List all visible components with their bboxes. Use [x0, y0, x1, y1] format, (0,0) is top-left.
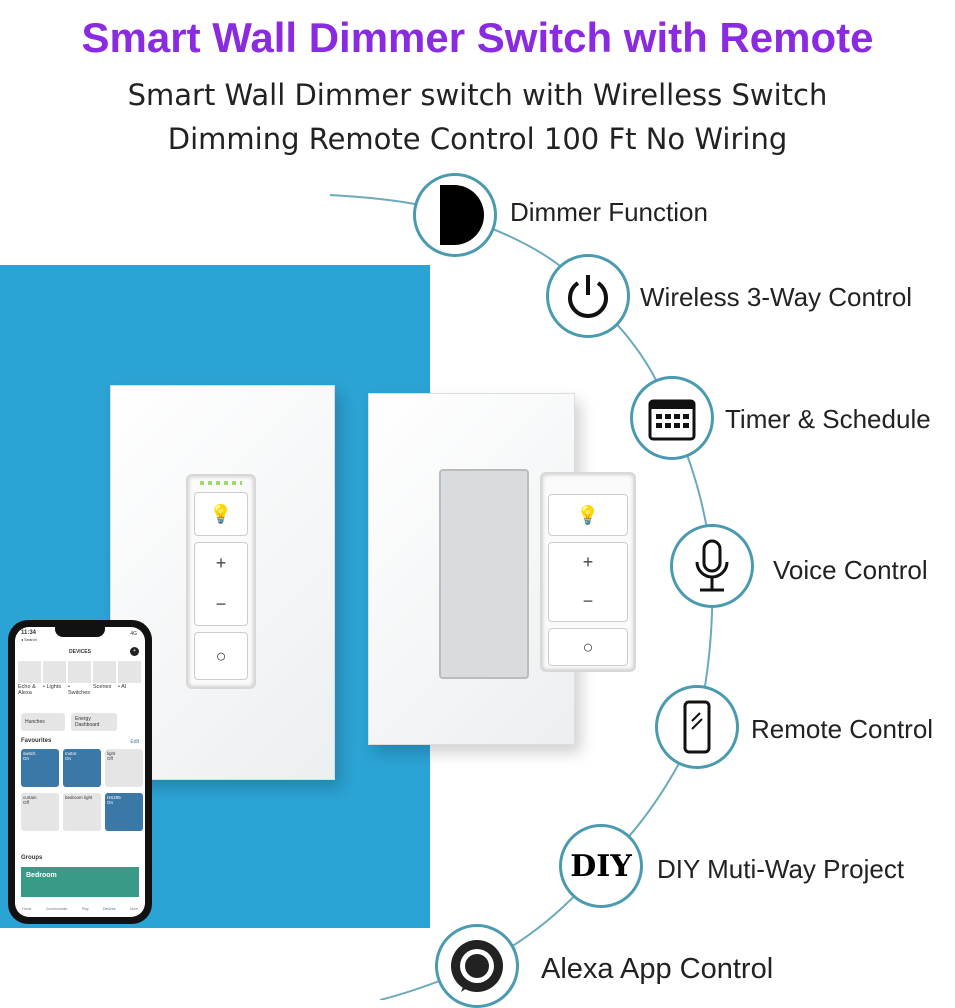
light-off-button[interactable]: ○ [194, 632, 248, 680]
tile-state: On [107, 800, 114, 805]
favourite-tile[interactable]: bedroom light [63, 793, 101, 831]
status-time: 11:34 [21, 630, 37, 636]
feature-voice [670, 524, 754, 608]
dimmer-switch: 💡 +− ○ [186, 474, 256, 689]
remote-holder [439, 469, 529, 679]
plus-label: + [582, 552, 594, 572]
bulb-off-icon: ○ [215, 645, 227, 666]
add-device-button[interactable]: + [130, 647, 139, 656]
subtitle-line-1: Smart Wall Dimmer switch with Wirelless … [127, 78, 828, 112]
half-moon-icon [440, 185, 484, 245]
energy-dashboard-button[interactable]: Energy Dashboard [71, 713, 117, 731]
alexa-icon [451, 940, 503, 992]
smartphone-icon [683, 700, 711, 754]
tile-name: light [107, 751, 116, 756]
feature-dimmer [413, 173, 497, 257]
power-icon [568, 275, 608, 318]
feature-label-diy: DIY Muti-Way Project [657, 854, 905, 884]
notch [55, 627, 105, 637]
tile-state: Off [107, 756, 113, 761]
category-lights[interactable]: • Lights [43, 661, 66, 696]
feature-alexa [435, 924, 519, 1008]
favourites-title: Favourites [21, 738, 52, 744]
diy-icon: DIY [570, 848, 632, 884]
subtitle-line-2: Dimming Remote Control 100 Ft No Wiring [167, 122, 788, 156]
nav-play[interactable]: Play [81, 907, 89, 911]
nav-communicate[interactable]: Communicate [45, 907, 68, 911]
feature-label-voice: Voice Control [773, 555, 928, 585]
feature-label-remote: Remote Control [751, 714, 934, 744]
light-on-button[interactable]: 💡 [194, 492, 248, 536]
bulb-icon: 💡 [576, 504, 600, 525]
remote-on-button[interactable]: 💡 [548, 494, 628, 536]
remote-dim-rocker[interactable]: +− [548, 542, 628, 622]
brightness-leds [200, 481, 242, 485]
dim-rocker[interactable]: +− [194, 542, 248, 626]
category-all[interactable]: • Al [118, 661, 141, 696]
feature-diy: DIY [559, 824, 643, 908]
nav-home[interactable]: Home [22, 907, 32, 911]
bulb-off-icon: ○ [582, 636, 594, 657]
edit-link[interactable]: Edit [130, 739, 139, 745]
tile-state: On [23, 756, 30, 761]
remote-off-button[interactable]: ○ [548, 628, 628, 666]
tile-name: switch [23, 751, 36, 756]
feature-remote [655, 685, 739, 769]
network-indicator: 4G [130, 631, 137, 637]
tile-name: motor [65, 751, 77, 756]
nav-more[interactable]: More [129, 907, 138, 911]
plus-label: + [215, 553, 227, 573]
smartphone: 11:34 ◂ Search 4G DEVICES + Echo & Alexa… [8, 620, 152, 924]
alexa-app-screen: 11:34 ◂ Search 4G DEVICES + Echo & Alexa… [15, 627, 145, 917]
tile-name: curtain [23, 795, 37, 800]
category-switches[interactable]: • Switches [68, 661, 91, 696]
calendar-icon [648, 399, 696, 441]
screen-header: DEVICES [69, 649, 91, 655]
feature-label-timer: Timer & Schedule [725, 404, 931, 434]
tile-name: bedroom light [65, 795, 93, 800]
tile-state: Off [23, 800, 29, 805]
feature-label-alexa: Alexa App Control [541, 953, 774, 985]
bottom-nav: Home Communicate Play Devices More [15, 907, 145, 911]
category-scenes[interactable]: Scenes [93, 661, 116, 696]
feature-timer [630, 376, 714, 460]
dimmer-remote: 💡 +− ○ [540, 472, 636, 672]
groups-title: Groups [21, 855, 43, 861]
feature-wireless [546, 254, 630, 338]
nav-devices[interactable]: Devices [103, 907, 116, 911]
group-card-bedroom[interactable]: Bedroom [21, 867, 139, 897]
bulb-icon: 💡 [209, 503, 233, 524]
back-link[interactable]: ◂ Search [21, 637, 37, 642]
page-title: Smart Wall Dimmer Switch with Remote [81, 14, 874, 61]
minus-label: − [582, 591, 594, 611]
category-echo[interactable]: Echo & Alexa [18, 661, 41, 696]
category-row: Echo & Alexa • Lights • Switches Scenes … [18, 661, 141, 696]
microphone-icon [695, 539, 729, 592]
minus-label: − [215, 594, 227, 614]
tile-name: HS285 [107, 795, 121, 800]
hunches-button[interactable]: Hunches [21, 713, 65, 731]
tile-state: On [65, 756, 72, 761]
feature-label-wireless: Wireless 3-Way Control [640, 282, 913, 312]
feature-label-dimmer: Dimmer Function [510, 197, 708, 227]
